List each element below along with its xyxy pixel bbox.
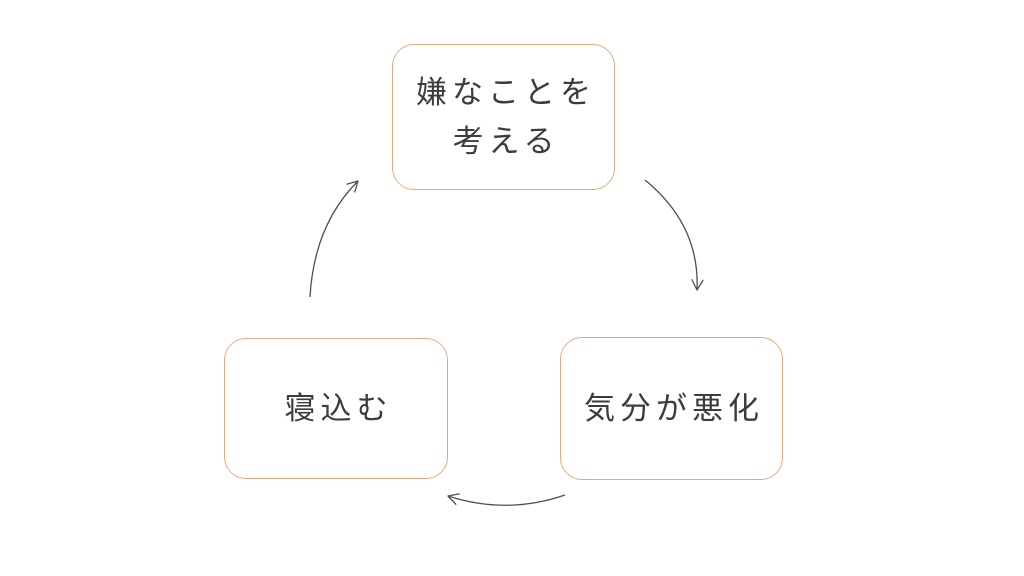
node-label-line: 寝込む	[284, 391, 393, 426]
node-label-line: 考える	[452, 124, 560, 159]
node-label-line: 気分が悪化	[584, 391, 764, 426]
arrow-bottom-right-to-bottom-left	[447, 493, 566, 506]
arrow-top-to-bottom-right	[644, 179, 704, 291]
node-stay-in-bed: 寝込む	[224, 338, 448, 479]
node-label-line: 嫌なことを	[416, 75, 596, 110]
arrow-bottom-left-to-top	[309, 180, 359, 298]
node-mood-worsens: 気分が悪化	[560, 337, 783, 480]
node-unpleasant-thoughts: 嫌なことを 考える	[392, 44, 615, 190]
